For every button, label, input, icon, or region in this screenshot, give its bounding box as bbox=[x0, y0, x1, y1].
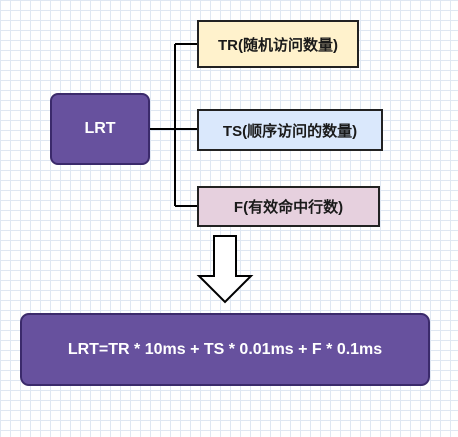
lrt-node: LRT bbox=[50, 93, 150, 165]
formula-text: LRT=TR * 10ms + TS * 0.01ms + F * 0.1ms bbox=[67, 340, 383, 358]
lrt-node-label: LRT bbox=[84, 120, 116, 137]
down-arrow-icon bbox=[196, 235, 254, 304]
tr-node: TR(随机访问数量) bbox=[197, 20, 359, 68]
tr-node-label: TR(随机访问数量) bbox=[218, 36, 338, 54]
formula-box: LRT=TR * 10ms + TS * 0.01ms + F * 0.1ms bbox=[20, 313, 430, 386]
ts-node-label: TS(顺序访问的数量) bbox=[222, 122, 358, 140]
f-node: F(有效命中行数) bbox=[197, 186, 380, 227]
ts-node: TS(顺序访问的数量) bbox=[197, 109, 383, 151]
f-node-label: F(有效命中行数) bbox=[233, 199, 344, 216]
